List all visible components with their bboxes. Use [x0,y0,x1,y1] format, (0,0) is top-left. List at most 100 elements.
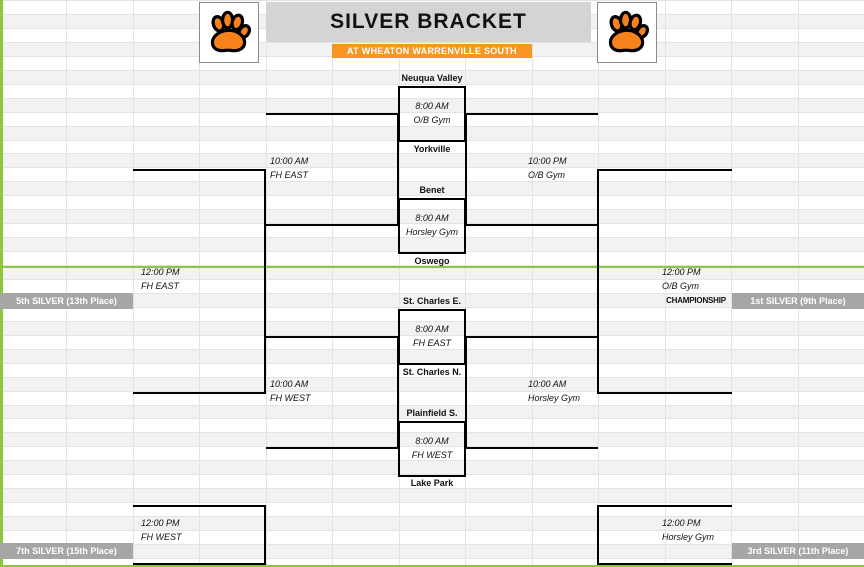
grid-line-h [0,195,864,196]
championship-label: CHAMPIONSHIP [666,296,726,305]
bracket-consolation-fifth [133,169,266,394]
grid-line-h [0,153,864,154]
grid-line-h [0,418,864,419]
match-time: 12:00 PM [662,518,701,528]
grid-line-h [0,488,864,489]
grid-line-h [0,84,864,85]
match-time: 8:00 AM [415,101,449,111]
match-time: 8:00 AM [415,213,449,223]
team-label: Neuqua Valley [401,73,463,83]
grid-line-h [0,377,864,378]
match-venue: Horsley Gym [405,227,458,237]
grid-line-v [399,0,400,567]
sheet-edge-left [0,0,3,567]
match-time: 8:00 AM [415,324,449,334]
grid-line-h [0,307,864,308]
team-label: Oswego [414,256,450,266]
grid-line-v [532,0,533,567]
match-box-r1-4 [398,421,466,477]
grid-line-v [731,0,732,567]
match-venue: FH EAST [412,338,451,348]
placement-fifth: 5th SILVER (13th Place) [0,293,133,309]
team-label: St. Charles E. [402,296,462,306]
bracket-semifinal-upper [465,113,598,226]
match-venue: FH WEST [141,532,182,542]
grid-line-h [0,209,864,210]
grid-line-h [0,558,864,559]
grid-line-v [266,0,267,567]
grid-line-v [66,0,67,567]
match-venue: FH WEST [411,450,453,460]
grid-row [0,293,864,307]
grid-row [0,488,864,502]
grid-line-h [0,293,864,294]
grid-line-h [0,474,864,475]
match-time: 8:00 AM [415,436,449,446]
placement-third: 3rd SILVER (11th Place) [732,543,864,559]
grid-line-h [0,432,864,433]
paw-icon [608,10,650,52]
grid-line-h [0,516,864,517]
grid-row [0,321,864,335]
grid-line-h [0,126,864,127]
grid-line-h [0,405,864,406]
bracket-losers-lower [266,336,399,449]
page-subtitle: AT WHEATON WARRENVILLE SOUTH [332,44,532,58]
grid-row [0,405,864,419]
match-time: 12:00 PM [141,267,180,277]
grid-row [0,70,864,84]
grid-line-h [0,70,864,71]
grid-row [0,349,864,363]
grid-line-h [0,251,864,252]
grid-line-h [0,237,864,238]
grid-row [0,181,864,195]
match-time: 10:00 AM [270,379,309,389]
grid-line-h [0,181,864,182]
championship-time: 12:00 PM [662,267,701,277]
grid-line-v [465,0,466,567]
sheet-edge-row [0,565,864,567]
match-venue: FH WEST [270,393,311,403]
team-label: St. Charles N. [402,367,462,377]
logo-left [199,2,259,63]
grid-row [0,98,864,112]
grid-row [0,265,864,279]
grid-row [0,237,864,251]
match-box-r1-3 [398,309,466,365]
logo-right [597,2,657,63]
grid-line-h [0,223,864,224]
match-time: 10:00 AM [270,156,309,166]
grid-row [0,460,864,474]
grid-line-h [0,502,864,503]
match-time: 10:00 AM [528,379,567,389]
match-venue: Horsley Gym [662,532,715,542]
grid-line-h [0,0,864,1]
match-box-r1-1 [398,86,466,142]
grid-line-v [665,0,666,567]
grid-line-h [0,167,864,168]
match-venue: O/B Gym [528,170,566,180]
grid-line-v [798,0,799,567]
team-label: Plainfield S. [406,408,458,418]
grid-line-h [0,446,864,447]
bracket-championship [597,169,732,394]
grid-row [0,377,864,391]
grid-row [0,153,864,167]
grid-line-h [0,321,864,322]
grid-line-h [0,391,864,392]
placement-first: 1st SILVER (9th Place) [732,293,864,309]
match-box-r1-2 [398,198,466,254]
grid-row [0,516,864,530]
sheet-edge-row [0,266,864,268]
bracket-losers-upper [266,113,399,226]
grid-line-h [0,279,864,280]
match-venue: O/B Gym [413,115,451,125]
match-venue: FH EAST [141,281,180,291]
grid-line-h [0,98,864,99]
grid-line-v [332,0,333,567]
placement-seventh: 7th SILVER (15th Place) [0,543,133,559]
grid-line-h [0,349,864,350]
grid-line-v [133,0,134,567]
